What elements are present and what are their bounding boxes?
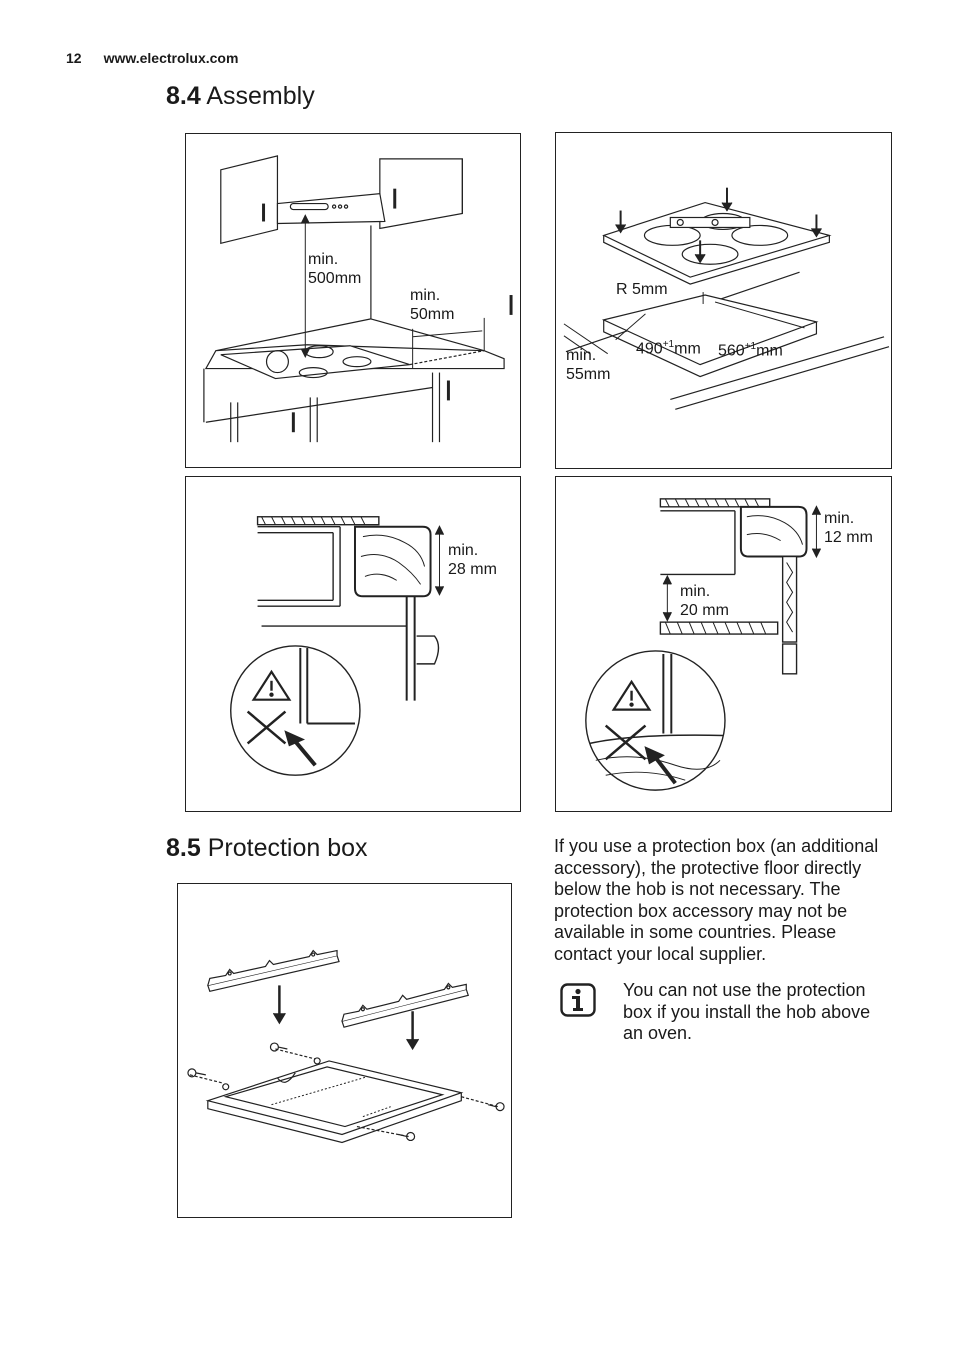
warning-icon	[251, 669, 292, 701]
label-min: min.	[680, 583, 711, 600]
website-link[interactable]: www.electrolux.com	[103, 50, 239, 66]
label-min: min.	[448, 542, 479, 559]
label-12mm: 12 mm	[824, 529, 873, 546]
label-28mm: 28 mm	[448, 561, 497, 578]
kitchen-clearance-drawing	[203, 155, 513, 443]
label-min: min.	[566, 347, 597, 364]
label-55mm: 55mm	[566, 366, 611, 383]
cutout-dimensions-drawing	[563, 187, 890, 410]
label-560: 560	[718, 342, 745, 360]
label-20mm: 20 mm	[680, 602, 729, 619]
section-number: 8.5	[166, 834, 201, 862]
protection-box-drawing	[187, 949, 505, 1144]
tolerance: +1	[662, 339, 675, 350]
label-min: min.	[410, 287, 441, 304]
section-heading: Protection box	[207, 834, 368, 862]
figure-kitchen-clearance: min. 500mm min. 50mm	[185, 133, 521, 468]
section-number: 8.4	[166, 82, 201, 110]
page-number: 12	[66, 50, 82, 66]
label-490mm: 490+1mm	[636, 335, 701, 358]
label-490: 490	[636, 340, 663, 358]
label-min-28mm: min. 28 mm	[448, 541, 497, 579]
label-min-50mm: min. 50mm	[410, 286, 454, 324]
unit: mm	[674, 340, 701, 358]
section-title-protection-box: 8.5 Protection box	[166, 834, 368, 863]
label-560mm: 560+1mm	[718, 337, 783, 360]
label-min-20mm: min. 20 mm	[680, 582, 729, 620]
page-header: 12 www.electrolux.com	[66, 50, 238, 66]
label-min-500mm: min. 500mm	[308, 250, 361, 288]
info-note: You can not use the protection box if yo…	[623, 980, 871, 1043]
figure-protection-box	[177, 883, 512, 1218]
warning-icon	[611, 679, 652, 711]
figure-cutout-dimensions: R 5mm 490+1mm 560+1mm min.55mm	[555, 132, 892, 469]
label-min: min.	[824, 510, 855, 527]
tolerance: +1	[744, 341, 757, 352]
worktop-thickness-drawing	[230, 516, 445, 776]
label-min-55mm: min. 55mm	[566, 346, 610, 384]
section-title-assembly: 8.4 Assembly	[166, 82, 315, 111]
figure-worktop-thickness: min. 28 mm	[185, 476, 521, 812]
info-icon	[560, 983, 596, 1017]
unit: mm	[756, 342, 783, 360]
label-r-5mm: R 5mm	[616, 281, 668, 298]
section-heading: Assembly	[206, 82, 315, 110]
label-min: min.	[308, 251, 339, 268]
label-min-12mm: min. 12 mm	[824, 509, 873, 547]
protection-box-paragraph: If you use a protection box (an addition…	[554, 836, 879, 964]
label-500mm: 500mm	[308, 270, 362, 287]
floor-clearance-drawing	[585, 498, 822, 791]
figure-floor-clearance: min. 12 mm min. 20 mm	[555, 476, 892, 812]
label-50mm: 50mm	[410, 306, 455, 323]
